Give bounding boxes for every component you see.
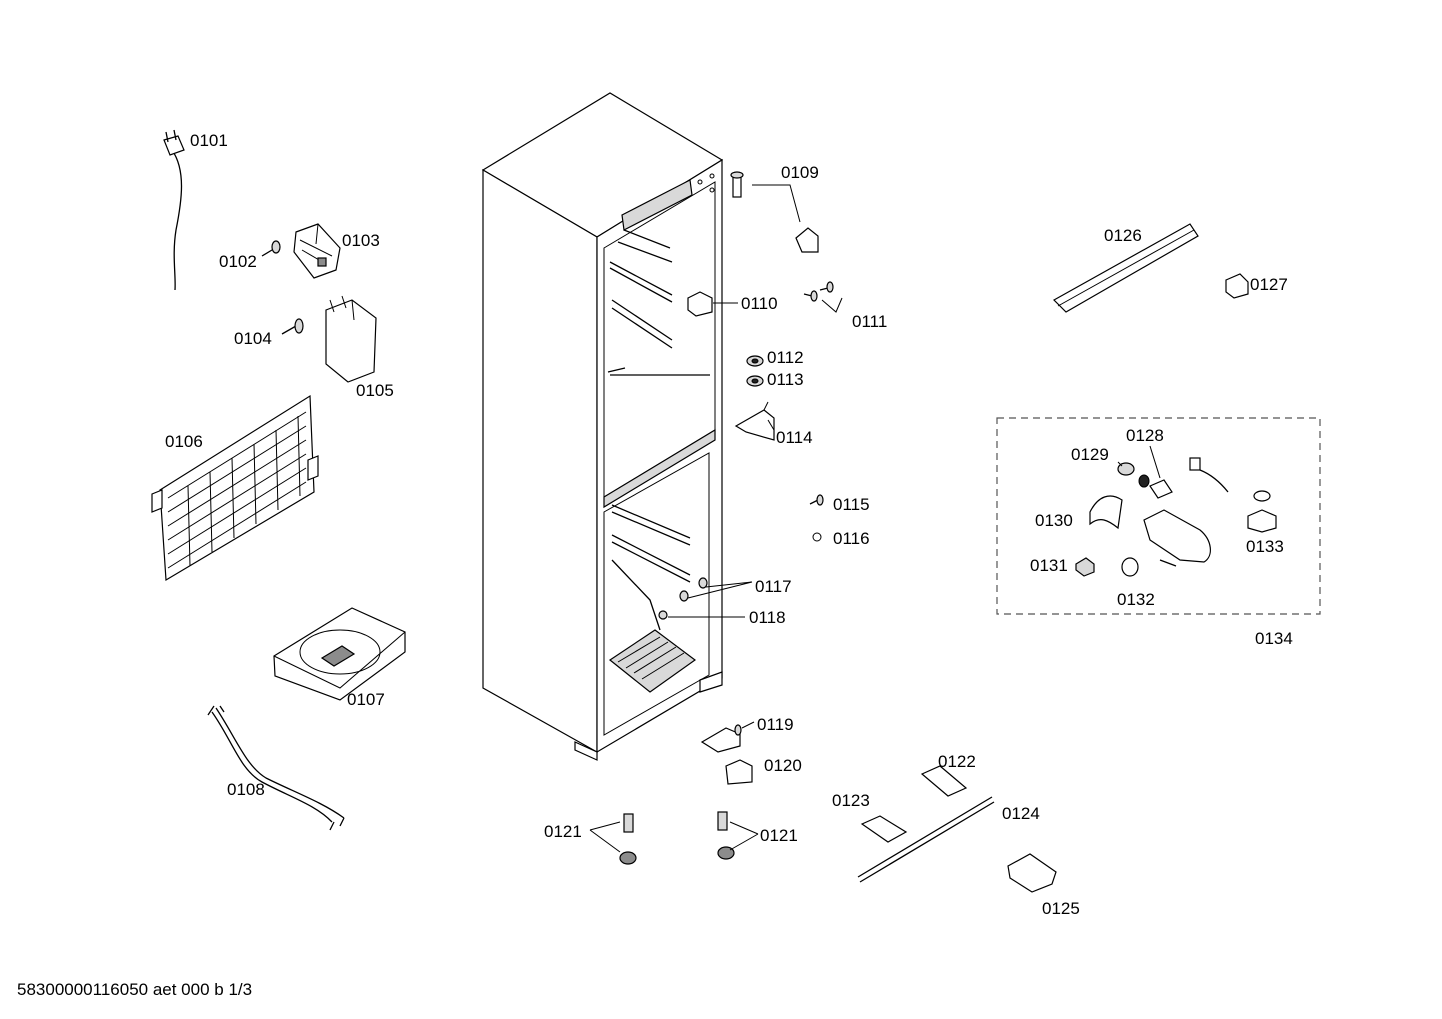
handle-bar-icon [1053, 223, 1199, 313]
part-label-0114: 0114 [776, 428, 813, 447]
switch-icon [1225, 273, 1249, 299]
wiring-harness-icon [207, 705, 345, 831]
clip-icon [860, 815, 908, 843]
washer-icon [746, 355, 764, 387]
power-plug-icon [163, 129, 185, 291]
hinge-icon [700, 724, 742, 753]
part-label-0129: 0129 [1071, 445, 1109, 464]
part-label-0130: 0130 [1035, 511, 1073, 530]
part-label-0126: 0126 [1104, 226, 1142, 245]
document-code: 58300000116050 aet 000 b 1/3 [17, 980, 253, 999]
screw-icon [803, 281, 834, 302]
screw-icon [261, 240, 281, 257]
part-label-0132: 0132 [1117, 590, 1155, 609]
screw-icon [809, 494, 824, 506]
part-label-0110: 0110 [741, 294, 778, 313]
part-label-0121-right: 0121 [760, 826, 798, 845]
leader-lines [589, 184, 1161, 853]
block-icon [725, 759, 753, 785]
drip-tray-icon [273, 607, 406, 701]
part-label-0102: 0102 [219, 252, 257, 271]
part-label-0131: 0131 [1030, 556, 1068, 575]
light-assembly-group-box [996, 417, 1321, 615]
part-label-0107: 0107 [347, 690, 385, 709]
lamp-socket-icon [1117, 462, 1150, 488]
hinge-icon [734, 401, 775, 441]
part-label-0101: 0101 [190, 131, 228, 150]
rod-icon [857, 796, 995, 883]
part-label-0116: 0116 [833, 529, 870, 548]
part-label-0108: 0108 [227, 780, 265, 799]
washer-icon [812, 532, 822, 542]
switch-icon [1075, 557, 1095, 577]
screw-icon [281, 318, 304, 335]
block-icon [1007, 853, 1057, 893]
cap-icon [658, 610, 668, 620]
pin-icon [679, 577, 708, 602]
electronics-cover-icon [325, 295, 377, 383]
light-cover-icon [1089, 495, 1123, 530]
clip-icon [920, 765, 968, 797]
part-label-0123: 0123 [832, 791, 870, 810]
part-label-0125: 0125 [1042, 899, 1080, 918]
light-housing-icon [1143, 509, 1211, 567]
part-label-0120: 0120 [764, 756, 802, 775]
bracket-icon [687, 291, 713, 317]
bracket-icon [795, 227, 819, 253]
foot-icon [619, 811, 735, 865]
part-label-0127: 0127 [1250, 275, 1288, 294]
part-label-0105: 0105 [356, 381, 394, 400]
part-label-0134: 0134 [1255, 629, 1293, 648]
part-label-0133: 0133 [1246, 537, 1284, 556]
lamp-bulb-icon [1121, 557, 1139, 577]
part-label-0115: 0115 [833, 495, 870, 514]
part-label-0128: 0128 [1126, 426, 1164, 445]
lamp-icon [1149, 479, 1173, 499]
part-label-0119: 0119 [757, 715, 794, 734]
part-label-0118: 0118 [749, 608, 786, 627]
connector-icon [1189, 457, 1277, 533]
part-label-0104: 0104 [234, 329, 272, 348]
sensor-icon [730, 171, 744, 198]
part-label-0121-left: 0121 [544, 822, 582, 841]
part-label-0103: 0103 [342, 231, 380, 250]
fridge-cabinet [481, 92, 724, 761]
part-label-0117: 0117 [755, 577, 792, 596]
part-label-0112: 0112 [767, 348, 804, 367]
part-label-0124: 0124 [1002, 804, 1040, 823]
part-label-0109: 0109 [781, 163, 819, 182]
condenser-grid-icon [151, 394, 319, 582]
part-label-0106: 0106 [165, 432, 203, 451]
part-label-0122: 0122 [938, 752, 976, 771]
part-label-0113: 0113 [767, 370, 804, 389]
part-label-0111: 0111 [852, 312, 887, 331]
control-box-icon [293, 223, 341, 279]
